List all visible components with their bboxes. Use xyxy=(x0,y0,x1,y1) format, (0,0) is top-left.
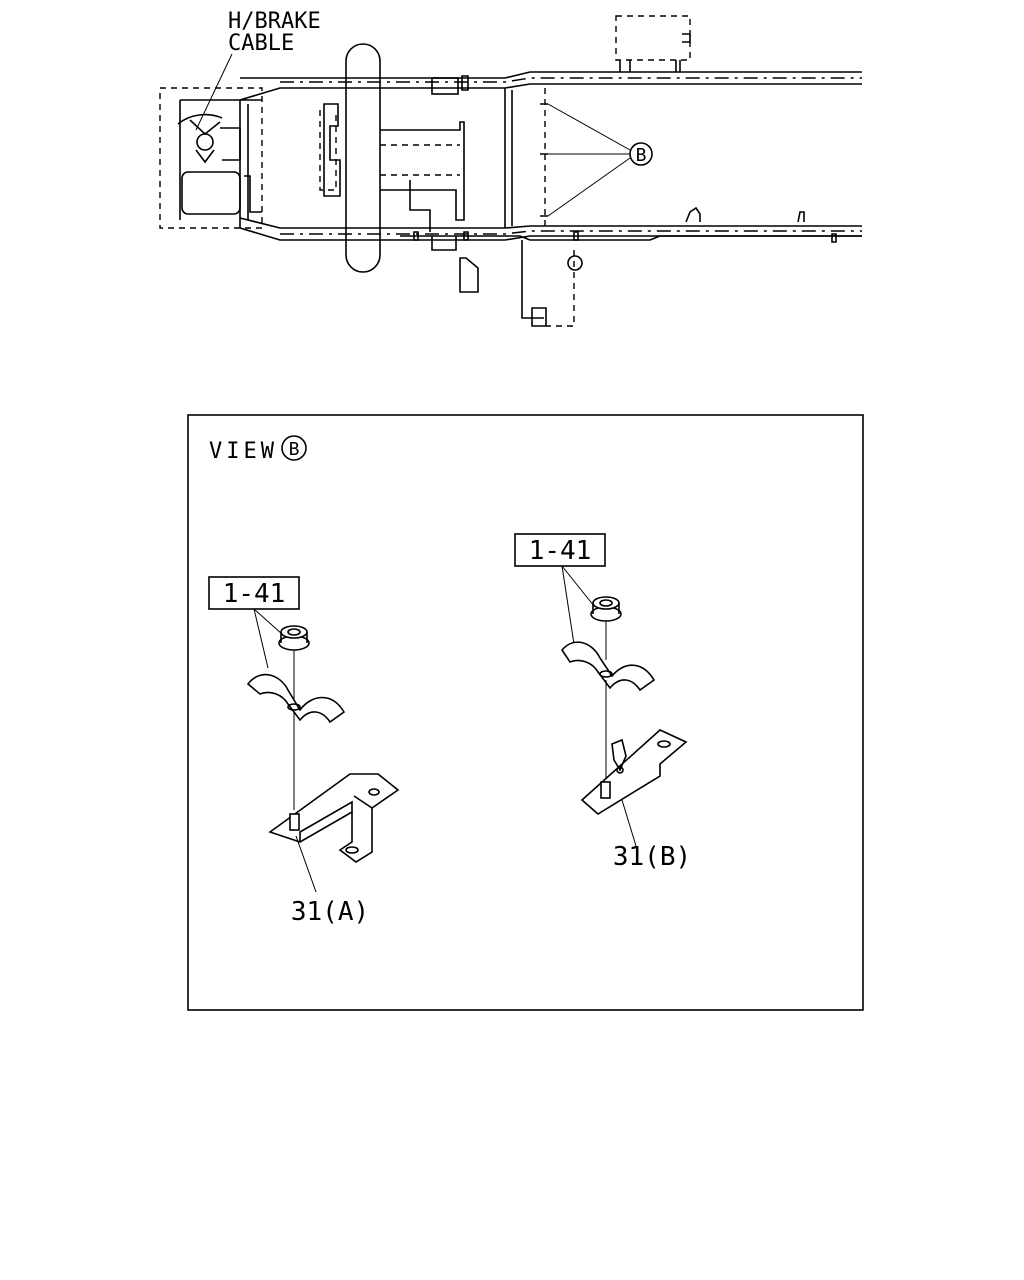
view-title-letter: B xyxy=(289,439,300,460)
upper-rail-bottom-edge xyxy=(239,83,862,101)
hbrake-cable-label-line2: CABLE xyxy=(228,31,294,56)
center-member xyxy=(380,121,465,221)
flange-nut-left xyxy=(278,625,310,651)
hbrake-cable-label-line1: H/BRAKE xyxy=(228,9,321,34)
spare-carrier-dashed xyxy=(319,110,337,191)
upper-rail-top-edge xyxy=(240,71,862,79)
assembly-31b: 1-41 31(B) xyxy=(514,533,691,872)
part-1-41-left-label: 1-41 xyxy=(223,579,286,609)
lower-rail-bottom-edge xyxy=(239,227,862,241)
rear-axle xyxy=(345,43,381,273)
callout-b-letter: B xyxy=(636,145,647,166)
brake-line xyxy=(400,235,862,241)
assembly-31a: 1-41 31(A) xyxy=(208,576,400,927)
rear-crossmember xyxy=(179,99,262,220)
hbrake-cable-leader xyxy=(195,53,233,131)
cable-clip-left xyxy=(246,673,346,724)
brake-line-clips xyxy=(413,231,837,243)
rear-outline-dashed xyxy=(159,87,263,229)
fuel-tank-dashed xyxy=(615,15,691,61)
lower-fitting-box xyxy=(531,307,547,327)
lower-bracket xyxy=(459,257,479,293)
lower-rail-centerline xyxy=(280,230,862,235)
view-b-panel xyxy=(187,414,864,1011)
fitting-1 xyxy=(685,206,701,223)
leader-bracket-right xyxy=(621,799,637,847)
bracket-31a xyxy=(268,773,400,863)
callout-b-marker: B xyxy=(547,103,653,217)
leader-nut-right xyxy=(561,565,575,645)
part-31b-label: 31(B) xyxy=(613,842,691,872)
fitting-2 xyxy=(797,211,805,223)
chassis-frame-overview: H/BRAKE CABLE xyxy=(159,9,862,327)
top-box xyxy=(431,77,459,95)
part-1-41-right-box xyxy=(514,533,606,567)
part-31a-label: 31(A) xyxy=(291,897,369,927)
leader-bracket-left xyxy=(295,835,317,893)
view-title-circle xyxy=(281,435,307,461)
flange-nut-right xyxy=(590,596,622,622)
part-1-41-right-label: 1-41 xyxy=(529,536,592,566)
upper-rail-centerline xyxy=(280,77,862,83)
hbrake-mechanism xyxy=(177,113,262,215)
bracket-31b xyxy=(580,729,688,815)
view-title: VIEW xyxy=(209,439,278,464)
cable-clip-right xyxy=(560,641,656,692)
leader-nut-left xyxy=(253,608,269,669)
lower-fitting-round xyxy=(567,255,583,271)
lower-rail-top-edge xyxy=(239,217,862,229)
